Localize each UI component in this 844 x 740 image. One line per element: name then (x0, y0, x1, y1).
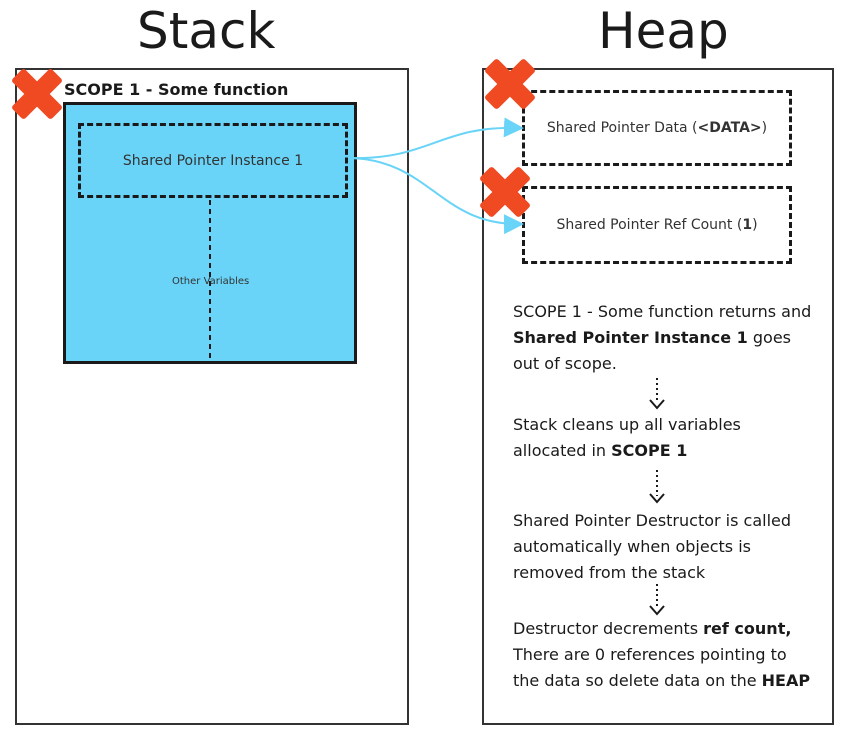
step-1-text: SCOPE 1 - Some function returns and Shar… (513, 302, 812, 373)
heap-data-label: Shared Pointer Data (<DATA>) (546, 120, 768, 136)
heap-title: Heap (598, 2, 729, 60)
step-3-text: Shared Pointer Destructor is called auto… (513, 511, 792, 582)
step-4-text: Destructor decrements ref count, There a… (513, 619, 811, 690)
scope-label: SCOPE 1 - Some function (64, 80, 289, 99)
step-2-text: Stack cleans up all variables allocated … (513, 415, 741, 460)
heap-refcount-box: Shared Pointer Ref Count (1) (522, 186, 792, 264)
other-variables-label: Other Variables (172, 276, 250, 287)
shared-pointer-instance-label: Shared Pointer Instance 1 (122, 152, 304, 169)
heap-refcount-label: Shared Pointer Ref Count (1) (556, 217, 758, 233)
shared-pointer-instance-box: Shared Pointer Instance 1 (78, 123, 348, 198)
heap-data-box: Shared Pointer Data (<DATA>) (522, 90, 792, 166)
stack-title: Stack (137, 2, 276, 60)
